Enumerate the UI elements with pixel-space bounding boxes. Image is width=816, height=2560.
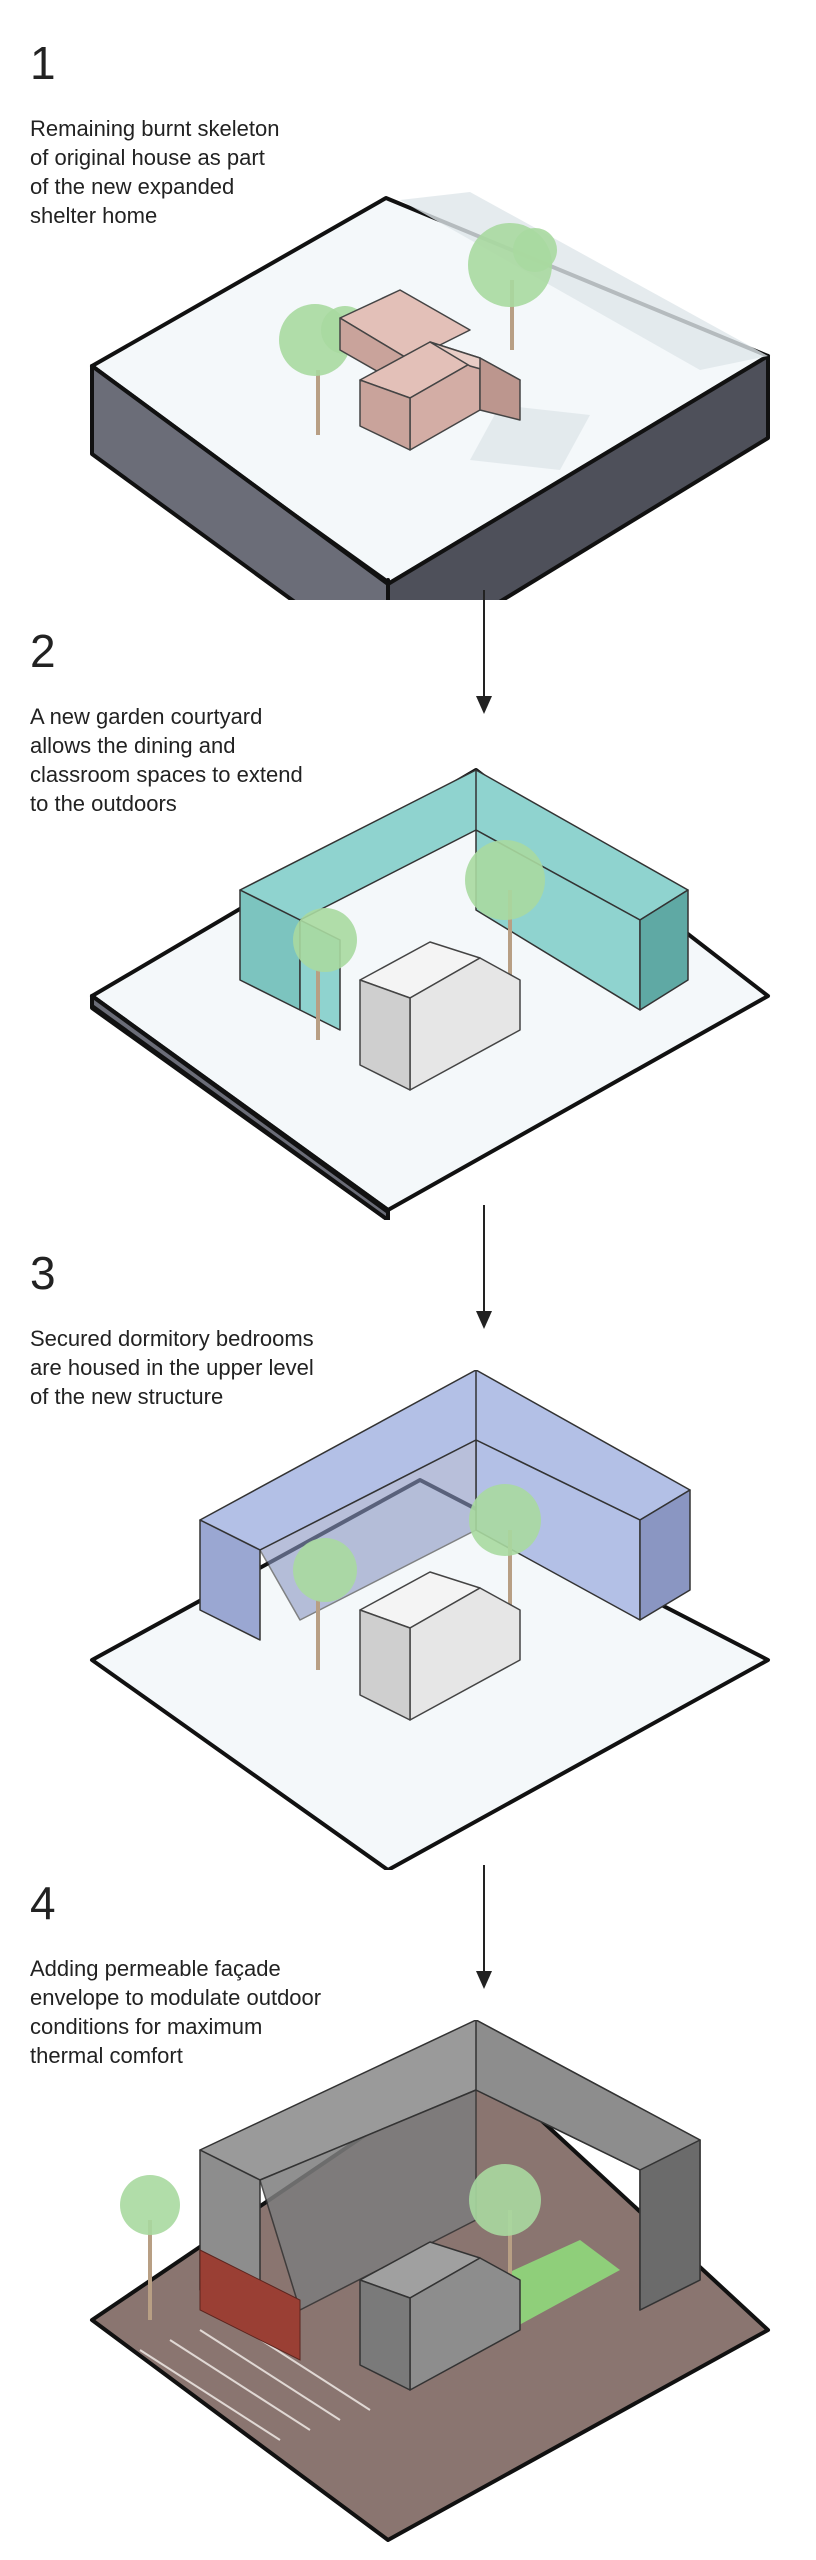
- original-house: [359, 1571, 521, 1721]
- arrow-down-icon: [476, 1205, 492, 1329]
- step-caption: Secured dormitory bedrooms are housed in…: [30, 1326, 314, 1409]
- step-number: 3: [30, 1247, 56, 1299]
- diagram-step-3: [90, 1370, 770, 1870]
- site-slab-sides: [90, 994, 390, 1220]
- courtyard-tree: [465, 840, 545, 975]
- original-house: [339, 289, 521, 451]
- step-number: 2: [30, 625, 56, 677]
- tree-left: [293, 1538, 357, 1670]
- arrow-down-icon: [476, 1865, 492, 1989]
- tree-left: [293, 908, 357, 1040]
- diagram-step-4: [90, 2020, 770, 2542]
- tree-left: [120, 2175, 180, 2320]
- new-l-wing: [239, 769, 689, 1031]
- step-number: 1: [30, 37, 56, 89]
- brick-wall: [199, 2249, 301, 2361]
- diagram-step-2: [90, 768, 770, 1220]
- tree-right: [468, 223, 557, 350]
- step-caption: A new garden courtyard allows the dining…: [30, 704, 303, 816]
- courtyard-tree: [469, 1484, 541, 1610]
- step-number: 4: [30, 1877, 56, 1929]
- diagram-step-1: [90, 192, 770, 600]
- step-caption: Adding permeable façade envelope to modu…: [30, 1956, 322, 2068]
- arrow-down-icon: [476, 590, 492, 714]
- original-house: [359, 941, 521, 1091]
- facade-envelope: [199, 2020, 701, 2321]
- step-caption: Remaining burnt skeleton of original hou…: [30, 116, 280, 228]
- original-house: [359, 2241, 521, 2391]
